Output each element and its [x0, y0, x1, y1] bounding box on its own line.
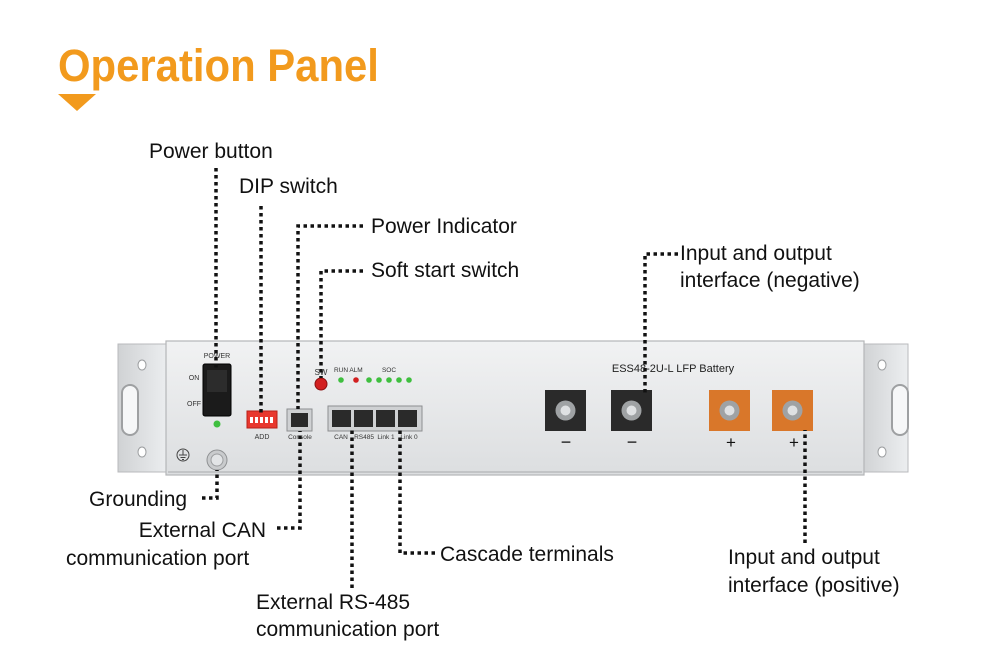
- model-text: ESS48-2U-L LFP Battery: [612, 363, 735, 375]
- left-rack-ear: [117, 343, 169, 473]
- power-text: POWER: [204, 353, 230, 360]
- soc-led-4-icon: [396, 377, 402, 383]
- negative-terminal-1[interactable]: [545, 390, 586, 431]
- power-led-icon: [213, 420, 221, 428]
- label-dip-switch: DIP switch: [239, 175, 338, 198]
- ground-symbol-icon: [176, 448, 190, 462]
- alm-led-icon: [353, 377, 359, 383]
- label-soft-start-switch: Soft start switch: [371, 259, 520, 282]
- communication-ports: [327, 405, 423, 432]
- minus-2-text: −: [627, 432, 638, 452]
- leader-grounding: [202, 470, 219, 500]
- off-text: OFF: [187, 401, 201, 408]
- can-text: CAN: [334, 434, 348, 441]
- soc-led-3-icon: [386, 377, 392, 383]
- alm-text: ALM: [349, 367, 362, 374]
- grounding-screw[interactable]: [206, 449, 228, 471]
- minus-1-text: −: [561, 432, 572, 452]
- page-title: Operation Panel: [58, 40, 379, 91]
- run-led-icon: [338, 377, 344, 383]
- leader-cascade: [398, 430, 435, 555]
- link1-port[interactable]: [376, 410, 395, 427]
- leader-lines: [202, 168, 807, 588]
- leader-soft-start: [319, 269, 363, 378]
- leader-ext-can: [277, 431, 302, 530]
- negative-terminal-2[interactable]: [611, 390, 652, 431]
- label-cascade-terminals: Cascade terminals: [440, 543, 614, 566]
- add-text: ADD: [255, 434, 270, 441]
- console-port[interactable]: [286, 408, 313, 432]
- battery-faceplate: [165, 340, 865, 476]
- label-power-indicator: Power Indicator: [371, 215, 517, 238]
- label-ext-can-1: External CAN: [138, 519, 266, 542]
- soc-text: SOC: [382, 367, 396, 374]
- label-io-negative-1: Input and output: [680, 242, 832, 265]
- label-grounding: Grounding: [89, 488, 188, 511]
- soft-start-button[interactable]: [314, 377, 328, 391]
- label-ext-can-2: communication port: [66, 547, 250, 570]
- soc-led-1-icon: [366, 377, 372, 383]
- leader-power-indicator: [296, 224, 363, 409]
- label-power-button: Power button: [149, 140, 273, 163]
- label-io-positive-1: Input and output: [728, 546, 880, 569]
- link0-port[interactable]: [398, 410, 417, 427]
- positive-terminal-2[interactable]: [772, 390, 813, 431]
- run-text: RUN: [334, 367, 348, 374]
- plus-2-text: +: [789, 433, 799, 452]
- positive-terminal-1[interactable]: [709, 390, 750, 431]
- label-io-positive-2: interface (positive): [728, 574, 900, 597]
- link1-text: Link 1: [377, 434, 395, 441]
- label-rs485-1: External RS-485: [256, 591, 411, 614]
- right-rack-ear: [861, 343, 909, 473]
- label-io-negative-2: interface (negative): [680, 269, 860, 292]
- soc-led-5-icon: [406, 377, 412, 383]
- plus-1-text: +: [726, 433, 736, 452]
- title-arrow-icon: [58, 94, 96, 111]
- leader-io-negative: [643, 252, 678, 395]
- can-port[interactable]: [332, 410, 351, 427]
- rs485-text: RS485: [354, 434, 374, 441]
- rs485-port[interactable]: [354, 410, 373, 427]
- soc-led-2-icon: [376, 377, 382, 383]
- label-rs485-2: communication port: [256, 618, 440, 641]
- dip-switch[interactable]: [246, 410, 278, 429]
- power-rocker-switch[interactable]: [202, 363, 232, 417]
- on-text: ON: [189, 375, 200, 382]
- link0-text: Link 0: [400, 434, 418, 441]
